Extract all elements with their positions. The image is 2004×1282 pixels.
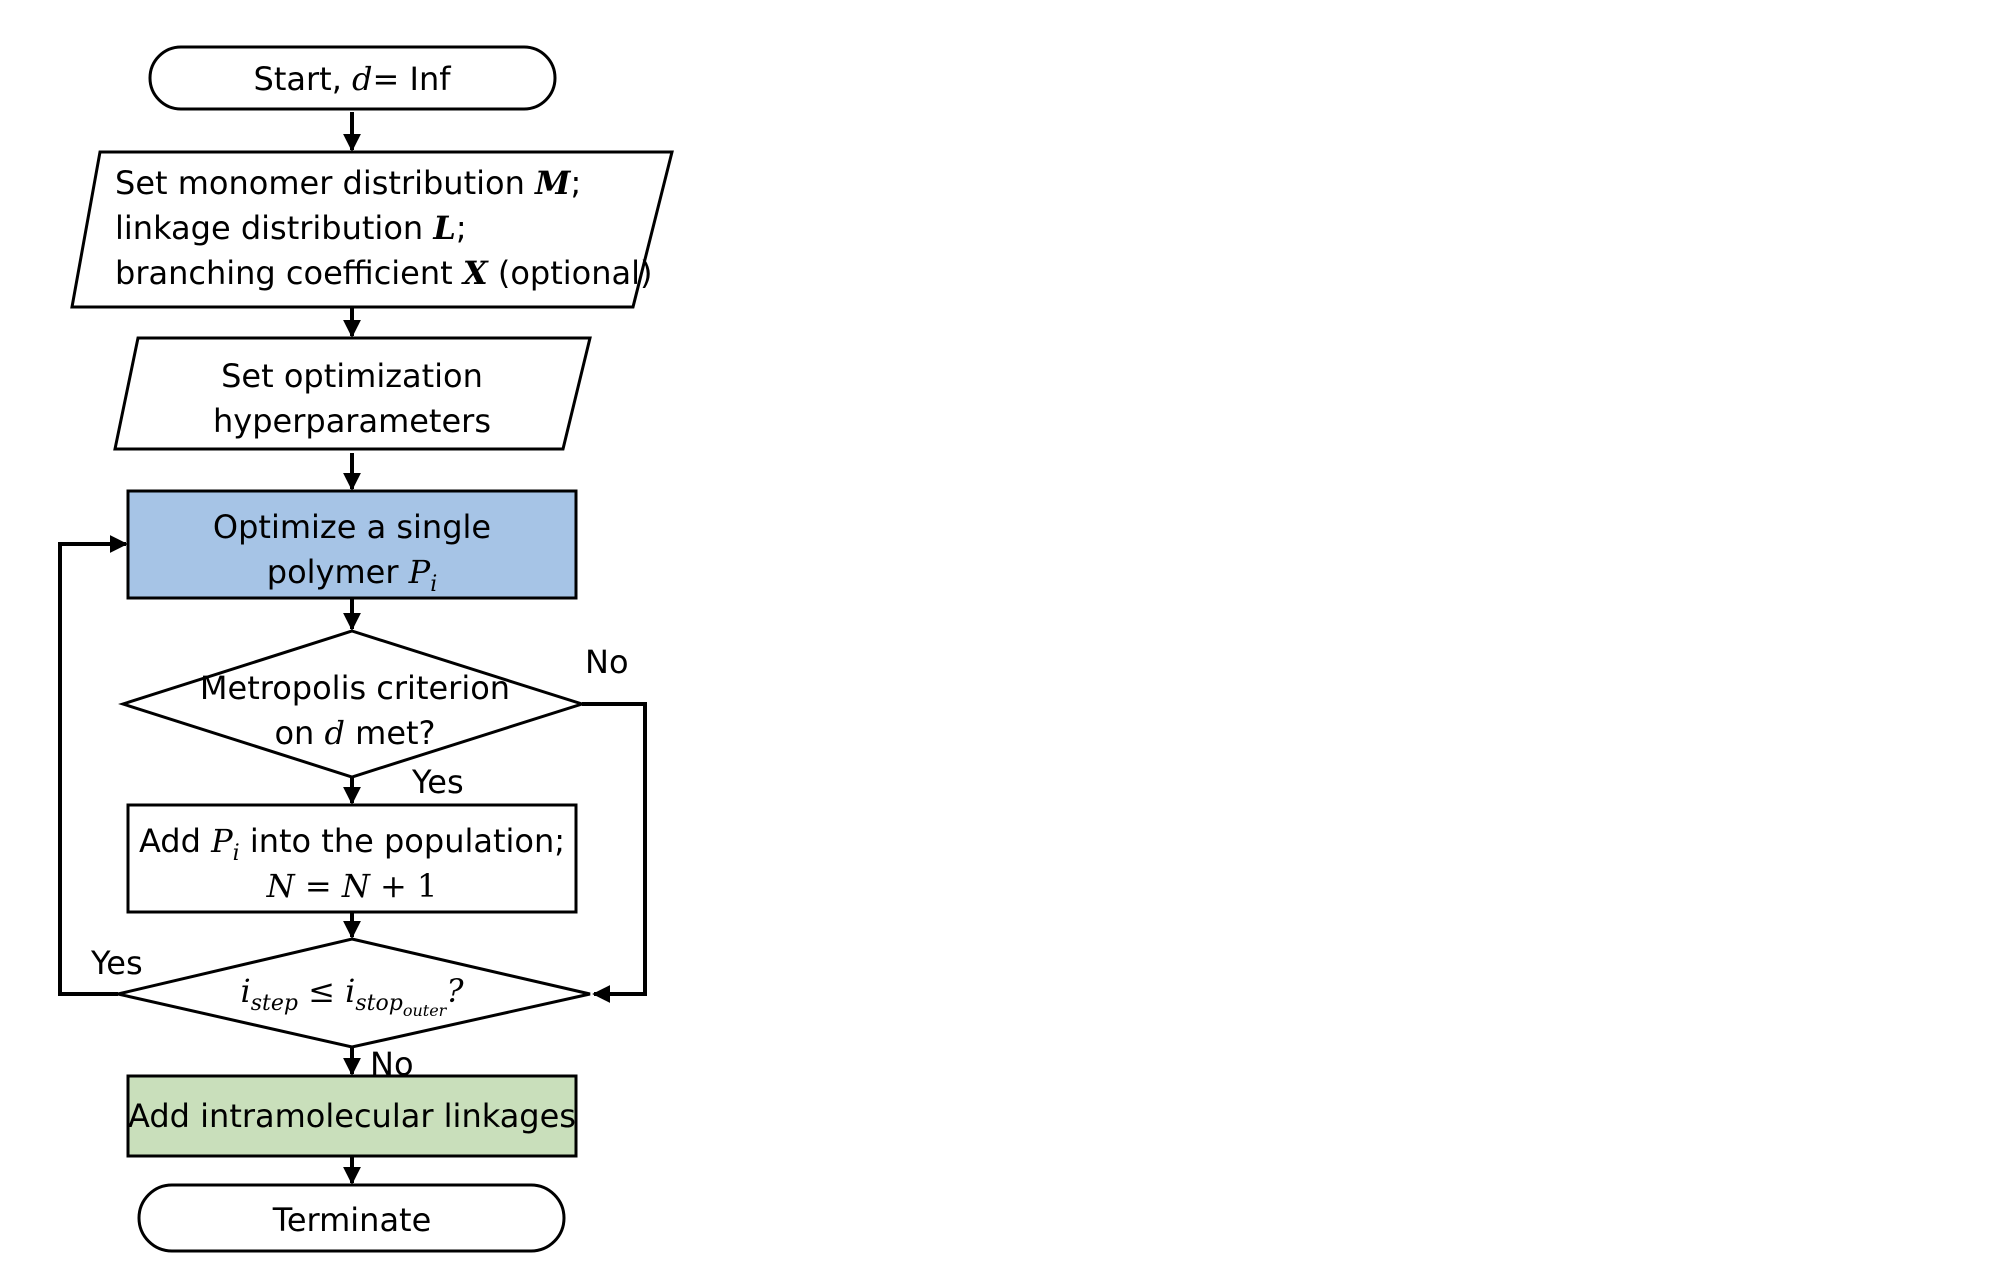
metropolis-line-2: on d met? [274, 714, 435, 752]
set-distribution-input [70, 150, 674, 309]
set-distribution-line-3: branching coefficient X (optional) [115, 254, 653, 292]
metropolis-no-label: No [585, 643, 629, 681]
add-to-population-line-1: Add Pi into the population; [139, 822, 565, 866]
loop-check-no-label: No [370, 1045, 414, 1083]
add-to-population-process [126, 803, 578, 914]
start-label: Start, d= Inf [254, 60, 452, 98]
terminate-terminator [137, 1183, 566, 1253]
set-hyperparameters-input [113, 336, 592, 451]
loop-check-condition: istep ≤ istopouter? [241, 972, 465, 1020]
metropolis-line-1: Metropolis criterion [200, 669, 510, 707]
metropolis-yes-label: Yes [411, 763, 464, 801]
edge-loop-check-yes [58, 535, 128, 996]
add-to-population-line-2: N = N + 1 [266, 867, 438, 905]
optimize-polymer-line-2: polymer Pi [267, 553, 437, 597]
loop-check-yes-label: Yes [90, 944, 143, 982]
intramolecular-linkages-label: Add intramolecular linkages [128, 1097, 576, 1135]
start-terminator [148, 45, 557, 111]
terminate-label: Terminate [272, 1201, 432, 1239]
set-distribution-line-1: Set monomer distribution M; [115, 164, 581, 202]
set-hyperparameters-line-2: hyperparameters [213, 402, 491, 440]
optimize-polymer-line-1: Optimize a single [213, 508, 491, 546]
set-hyperparameters-line-1: Set optimization [221, 357, 483, 395]
set-distribution-line-2: linkage distribution L; [115, 209, 467, 247]
intramolecular-linkages-process [126, 1074, 578, 1158]
edge-metropolis-no [582, 702, 647, 1003]
